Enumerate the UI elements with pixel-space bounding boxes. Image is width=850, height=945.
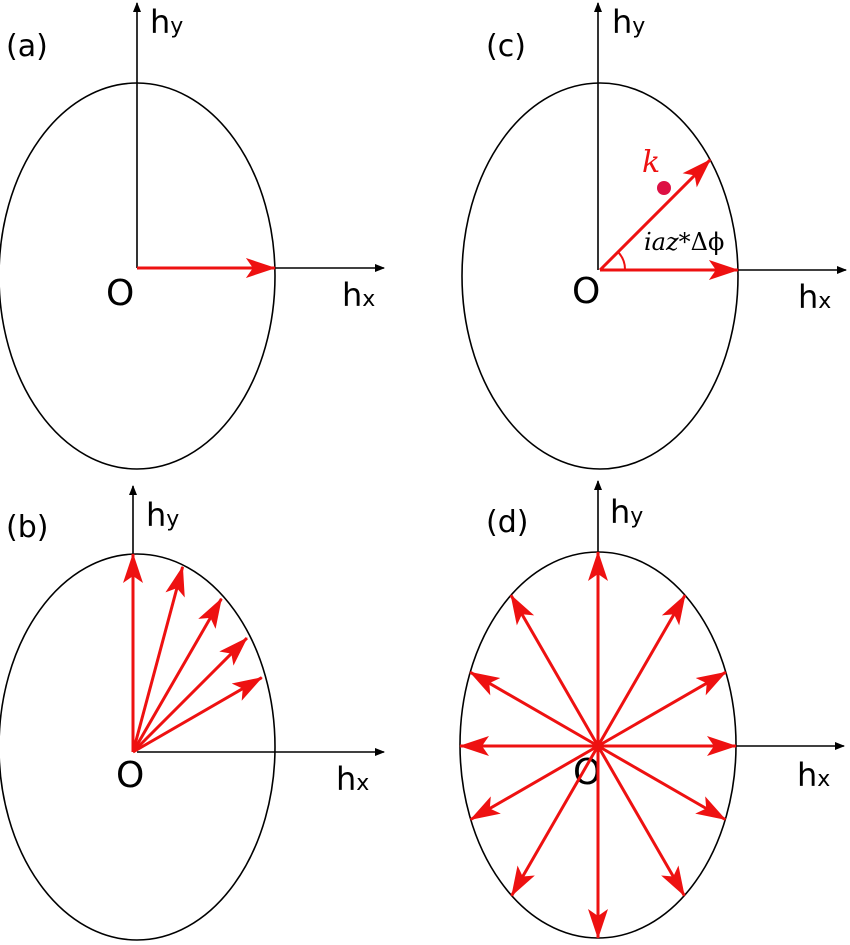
hx-axis-label: hx: [342, 276, 375, 314]
angle-arc: [617, 251, 627, 271]
panel-b: (b) hy hx O: [0, 485, 385, 941]
vector-arrow: [131, 565, 185, 753]
vector-arrow: [510, 745, 600, 897]
panel-d: (d) hy hx O: [459, 480, 845, 939]
vector-arrow: [596, 594, 687, 747]
vector-group: [459, 551, 737, 939]
vector-group: [123, 553, 263, 754]
panel-label: (a): [6, 29, 48, 64]
hx-axis-label: hx: [336, 760, 369, 798]
angle-label: iaz*Δϕ: [644, 228, 724, 256]
panel-label: (d): [486, 505, 528, 540]
k-point-marker: [657, 181, 671, 195]
hy-axis-label: hy: [146, 496, 179, 534]
vector-arrow: [132, 676, 263, 754]
vector-arrow: [597, 670, 727, 748]
vector-arrow: [597, 744, 727, 821]
hx-axis-label: hx: [798, 278, 831, 316]
hy-axis-label: hy: [150, 3, 183, 41]
vector-arrow: [131, 637, 248, 754]
panel-c: (c) hy hx O k iaz*Δϕ: [461, 2, 847, 470]
vector-arrow: [469, 744, 599, 821]
hx-axis-label: hx: [797, 756, 830, 794]
panel-label: (b): [6, 510, 48, 545]
hy-axis-label: hy: [610, 493, 643, 531]
panel-a: (a) hy hx O: [0, 2, 385, 470]
origin-label: O: [106, 273, 134, 314]
vector-group: [598, 158, 739, 280]
hy-axis-label: hy: [612, 3, 645, 41]
vector-arrow: [598, 158, 712, 272]
panel-label: (c): [486, 29, 526, 64]
vector-arrow: [509, 594, 600, 747]
k-label: k: [642, 145, 660, 180]
origin-label: O: [116, 755, 144, 796]
origin-label: O: [572, 271, 600, 312]
vector-arrow: [596, 745, 686, 897]
vector-arrow: [469, 670, 599, 748]
vector-arrow: [131, 597, 223, 753]
